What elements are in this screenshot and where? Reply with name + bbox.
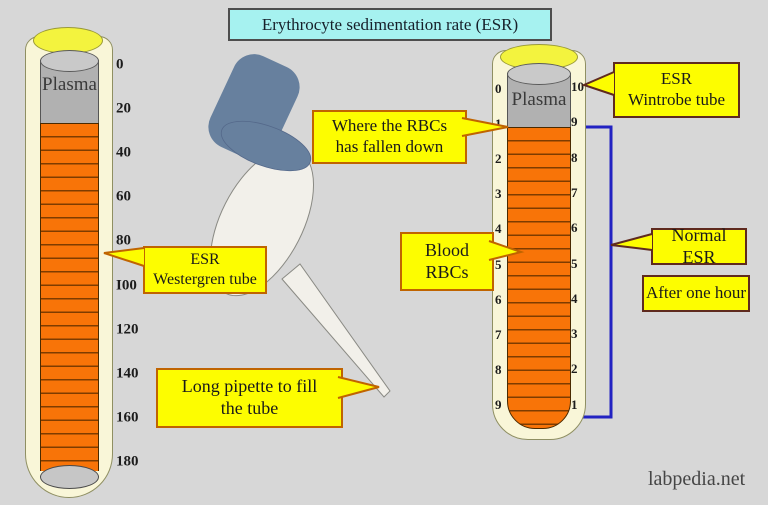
callout-rbc-fall-line2: has fallen down [335,137,444,156]
scale-tick: 8 [571,149,578,165]
scale-tick: 40 [116,144,131,161]
callout-after-one-hour: After one hour [642,275,750,312]
scale-tick: 1 [495,116,502,132]
scale-tick: 2 [571,361,578,377]
callout-blood-rbcs-line2: RBCs [425,261,469,282]
scale-tick: 6 [571,220,578,236]
callout-westergren-line2: Westergren tube [153,271,257,288]
wintrobe-callout-pointer-icon [581,71,615,96]
watermark: labpedia.net [648,468,746,490]
scale-tick: 3 [571,326,578,342]
scale-tick: 6 [495,291,502,307]
scale-tick: 160 [116,409,139,426]
pipette-collar [220,120,312,172]
callout-long-pipette: Long pipette to fill the tube [156,368,343,428]
callout-after-one-hour-text: After one hour [645,283,747,303]
scale-tick: 140 [116,365,139,382]
scale-tick: 180 [116,453,139,470]
scale-tick: 1 [571,396,578,412]
scale-tick: I00 [116,277,137,293]
scale-tick: 5 [495,256,502,272]
callout-blood-rbcs-line1: Blood [424,239,469,260]
scale-tick: 9 [495,396,502,412]
callout-long-pipette-line2: the tube [220,398,279,418]
wintrobe-blood-column [507,127,571,429]
scale-tick: 5 [571,255,578,271]
page-title-text: Erythrocyte sedimentation rate (ESR) [261,14,519,34]
westergren-plasma-column: Plasma [40,60,99,123]
scale-tick: 3 [495,186,502,202]
pipette-bulb [208,54,300,160]
scale-tick: 4 [571,290,578,306]
scale-tick: 80 [116,232,131,249]
scale-tick: 60 [116,188,131,205]
scale-tick: 0 [116,56,124,73]
wintrobe-plasma-meniscus [507,63,571,85]
westergren-tube-bottom [40,465,99,489]
wintrobe-plasma-label: Plasma [511,89,567,110]
westergren-plasma-meniscus [40,50,99,72]
westergren-blood-column [40,123,99,471]
callout-westergren-line1: ESR [190,251,220,269]
callout-rbc-fall: Where the RBCs has fallen down [312,110,467,164]
callout-wintrobe-line1: ESR [660,69,693,89]
scale-tick: 4 [495,221,502,237]
scale-tick: 8 [495,361,502,377]
page-title: Erythrocyte sedimentation rate (ESR) [228,8,552,41]
scale-tick: 120 [116,321,139,338]
long-pipette-callout-pointer-icon [337,376,380,399]
callout-blood-rbcs: Blood RBCs [400,232,494,291]
scale-tick: 0 [495,81,502,96]
callout-normal-esr-text: Normal ESR [671,224,727,267]
callout-westergren-tube: ESR Westergren tube [143,246,267,294]
callout-long-pipette-line1: Long pipette to fill [181,376,318,397]
callout-normal-esr: Normal ESR [651,225,747,267]
scale-tick: 2 [495,151,502,167]
callout-wintrobe-line2: Wintrobe tube [627,90,726,109]
scale-tick: 7 [571,184,578,200]
scale-tick: 20 [116,100,131,117]
callout-wintrobe-tube: ESR Wintrobe tube [613,62,740,118]
scale-tick: 9 [571,114,578,130]
westergren-plasma-label: Plasma [42,74,97,95]
normal-esr-callout-pointer-icon [610,233,653,251]
scale-tick: 10 [571,79,584,94]
callout-rbc-fall-line1: Where the RBCs [331,116,448,136]
scale-tick: 7 [495,326,502,342]
